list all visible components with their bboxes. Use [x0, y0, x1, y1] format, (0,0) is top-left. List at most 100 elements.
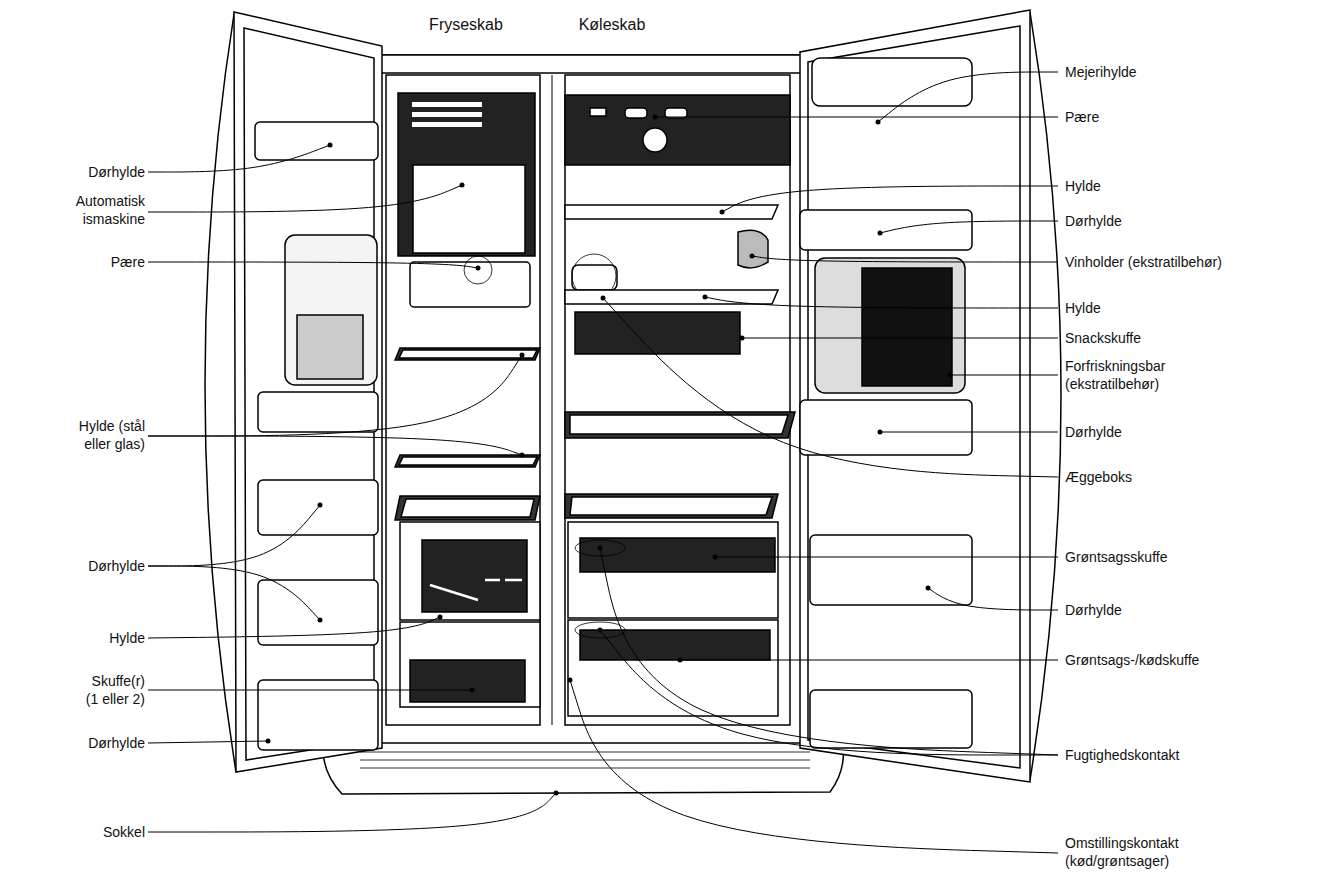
leader-dot: [520, 353, 525, 358]
leader-dot: [703, 295, 708, 300]
refreshment-bar: [862, 268, 952, 386]
plinth-grille: [360, 752, 810, 768]
ice-bucket: [413, 165, 525, 253]
leader-line: [715, 557, 1058, 558]
control-button: [625, 108, 647, 118]
door-bin: [810, 690, 972, 748]
leader-dot: [750, 254, 755, 259]
leader-line: [148, 566, 320, 620]
leader-line: [148, 690, 472, 691]
compartment-heading: Køleskab: [579, 16, 646, 34]
leader-line: [880, 432, 1058, 433]
shelf: [565, 412, 795, 438]
part-label: Dørhylde: [1065, 212, 1122, 230]
cabinet-top: [372, 55, 802, 73]
leader-line: [603, 298, 1058, 477]
part-label: Mejerihylde: [1065, 63, 1137, 81]
ice-maker: [398, 93, 535, 256]
leader-dot: [568, 678, 573, 683]
leader-dot: [876, 120, 881, 125]
egg-box: [572, 265, 617, 290]
crisper-drawer: [568, 620, 778, 716]
door-liner: [808, 26, 1020, 768]
door-bin: [800, 210, 972, 250]
light-knob: [643, 128, 667, 152]
part-label: Snackskuffe: [1065, 329, 1141, 347]
part-label: Dørhylde: [1065, 601, 1122, 619]
door-bin: [255, 122, 378, 160]
leader-dot: [878, 430, 883, 435]
cabinet: [372, 55, 802, 743]
shelf: [395, 496, 540, 520]
leader-dot: [713, 555, 718, 560]
drawer-dark: [580, 630, 770, 660]
vent: [412, 112, 482, 117]
compartment-heading: Fryseskab: [429, 16, 503, 34]
leader-line: [950, 375, 1058, 376]
fridge-compartment: [565, 75, 790, 725]
part-label: Vinholder (ekstratilbehør): [1065, 253, 1222, 271]
shelf: [565, 205, 778, 219]
leader-line: [570, 680, 1058, 853]
leader-dot: [438, 615, 443, 620]
leader-dot: [520, 453, 525, 458]
dispenser-panel: [285, 235, 377, 385]
leader-line: [148, 355, 522, 436]
door-bin: [810, 535, 972, 605]
leader-line: [148, 185, 462, 212]
control-button: [590, 108, 606, 116]
part-label: Hylde: [1065, 177, 1101, 195]
leader-dot: [598, 546, 603, 551]
part-label: Sokkel: [103, 823, 145, 841]
divider: [552, 75, 553, 725]
leader-line: [148, 262, 478, 268]
leader-dot: [678, 658, 683, 663]
door-bin: [258, 392, 378, 432]
crisper-drawer: [568, 522, 778, 618]
shelf: [565, 494, 778, 518]
drawer-dark: [580, 538, 775, 572]
leader-dot: [266, 739, 271, 744]
shelf-glass: [570, 497, 772, 515]
leader-line: [600, 630, 1058, 755]
plinth: [323, 738, 843, 794]
leader-dot: [598, 628, 603, 633]
leader-line: [148, 145, 330, 172]
part-label: Dørhylde: [88, 557, 145, 575]
part-label: Æggeboks: [1065, 468, 1132, 486]
leader-dot: [926, 586, 931, 591]
drawer-dark: [410, 660, 525, 702]
leader-line: [705, 297, 1058, 308]
fridge-door: [800, 10, 1030, 782]
door-edge: [205, 14, 236, 772]
leader-dot: [460, 183, 465, 188]
dairy-compartment: [812, 58, 972, 106]
part-label: Dørhylde: [1065, 423, 1122, 441]
leader-line: [722, 186, 1058, 212]
part-label: Hylde (stål eller glas): [70, 417, 145, 453]
leader-line: [928, 588, 1058, 610]
leader-dot: [470, 688, 475, 693]
leader-line: [752, 256, 1058, 262]
leader-dot: [318, 503, 323, 508]
snack-drawer: [575, 312, 740, 354]
shelf-glass: [399, 457, 537, 465]
part-label: Fugtighedskontakt: [1065, 746, 1179, 764]
leader-line: [148, 617, 440, 638]
part-label: Skuffe(r) (1 eller 2): [80, 672, 145, 708]
leader-dot: [653, 115, 658, 120]
part-label: Grøntsags-/kødskuffe: [1065, 651, 1199, 669]
bulb: [464, 256, 492, 284]
freezer-light-cover: [410, 262, 530, 307]
vent: [412, 102, 482, 107]
humidity-control: [575, 540, 625, 556]
part-label: Grøntsagsskuffe: [1065, 548, 1167, 566]
shelf: [565, 290, 778, 304]
leader-line: [655, 117, 1058, 118]
wine-holder: [738, 230, 768, 268]
part-label: Dørhylde: [88, 734, 145, 752]
part-label: Forfriskningsbar (ekstratilbehør): [1065, 357, 1195, 393]
shelf-glass: [570, 415, 788, 434]
leader-dot: [948, 373, 953, 378]
